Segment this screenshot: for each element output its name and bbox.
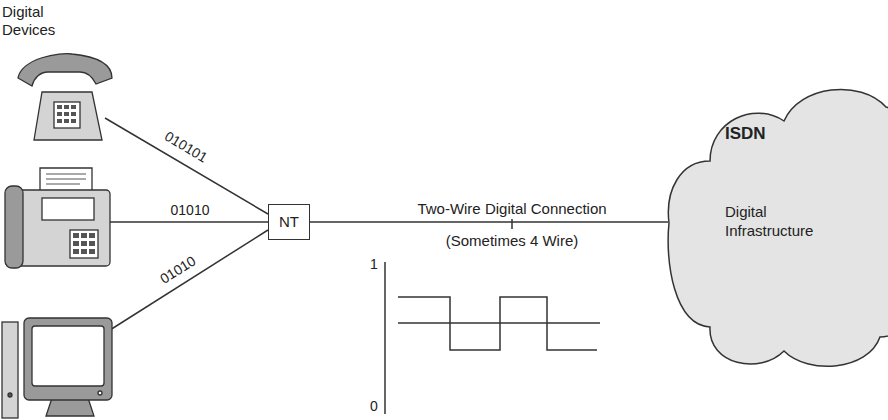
fax-body [12,190,110,266]
monitor-screen [32,326,104,386]
device-wires [105,118,268,330]
fax-keypad [70,230,98,258]
phone-keys [57,105,76,123]
cloud-shape [668,89,888,366]
axis-value: 0 [370,398,378,415]
network-terminator-box: NT [268,204,310,240]
bit-stream: 010101 [162,128,211,166]
computer-tower [2,322,18,418]
fax-screen [42,198,94,220]
monitor-stand [46,398,94,416]
monitor-case [24,318,112,400]
phone-base [34,92,102,140]
network-description: Digital Infrastructure [725,203,845,241]
connection-label: Two-Wire Digital Connection [415,200,608,218]
network-name: ISDN [725,123,766,144]
cloud-outline [668,75,888,365]
fax-keys [73,233,95,254]
fax-icon [5,168,110,268]
network-cloud: ISDN Digital Infrastructure [668,75,888,365]
wire-tick [511,219,513,229]
bit-stream: 01010 [171,202,210,219]
fax-paper-lines [46,174,86,184]
phone-wire [105,118,268,214]
signal-chart [385,262,600,414]
computer-wire [110,230,268,330]
computer-icon [2,318,112,418]
tower-button [8,393,12,397]
group-heading: Digital Devices [2,3,64,39]
digital-connection-line [310,221,668,223]
phone-keypad [54,102,80,128]
baseline-trace [398,322,600,324]
fax-paper [40,168,92,190]
node-label: NT [279,213,299,231]
chart-axis [384,262,386,414]
phone-handset [18,54,112,86]
monitor-button [98,391,102,395]
fax-wire [110,221,268,223]
telephone-icon [18,54,112,140]
fax-handset [5,186,23,268]
axis-value: 1 [370,256,378,273]
bit-stream: 01010 [157,253,199,288]
wire-note: (Sometimes 4 Wire) [446,232,579,250]
